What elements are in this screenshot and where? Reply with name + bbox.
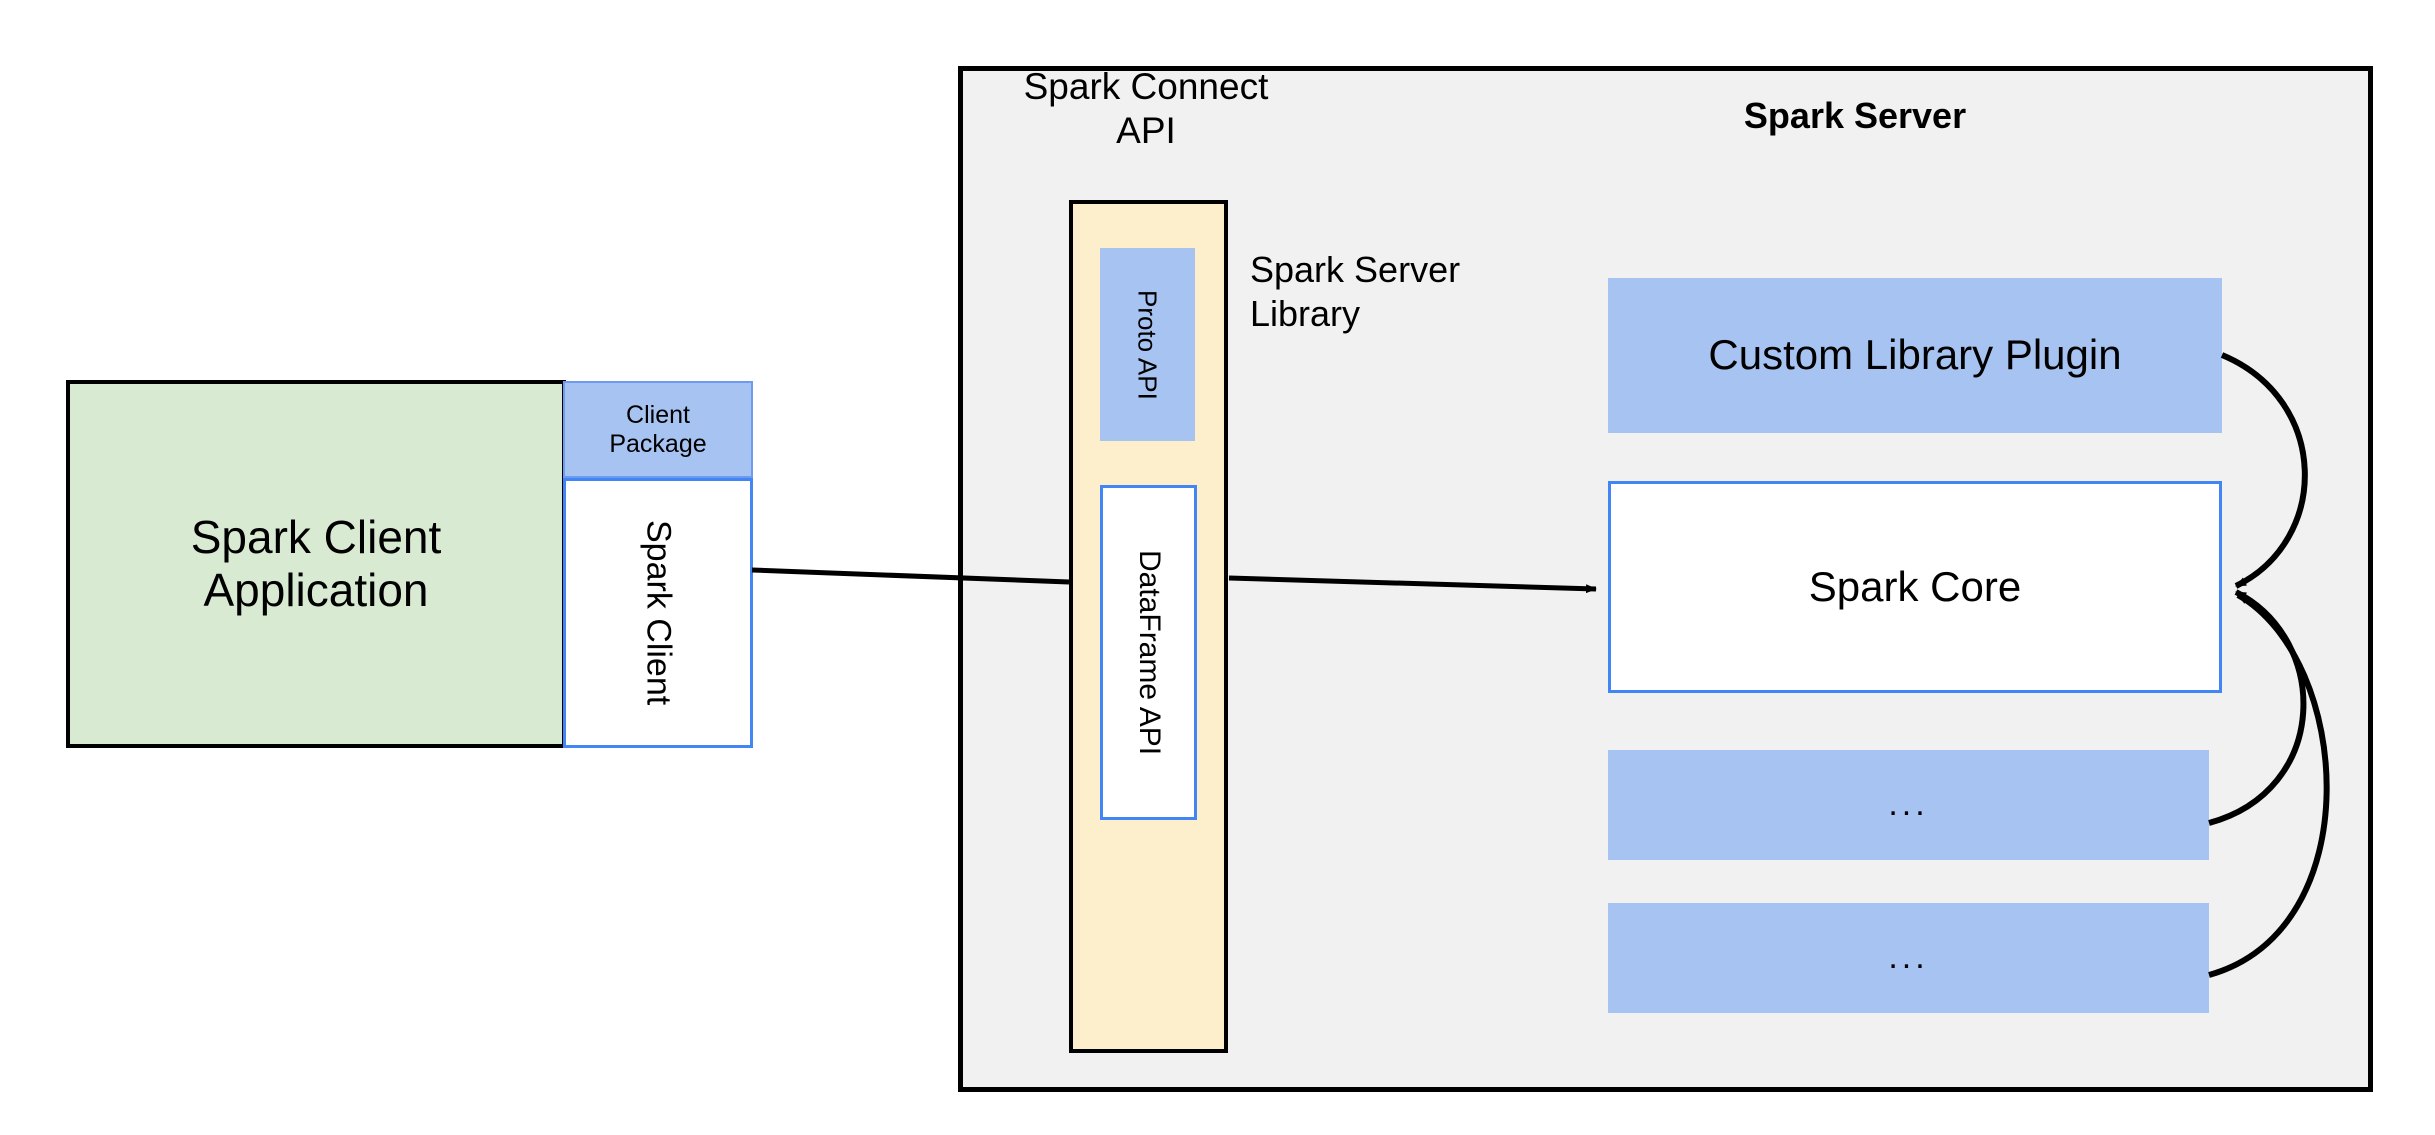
client-package-box: Client Package xyxy=(563,381,753,478)
spark-client-application-label: Spark Client Application xyxy=(190,510,442,616)
additional-component-box-1: ... xyxy=(1608,750,2209,860)
dataframe-api-box: DataFrame API xyxy=(1100,485,1197,820)
spark-connect-api-label: Spark Connect API xyxy=(1023,66,1269,152)
spark-core-label: Spark Core xyxy=(1808,562,2022,610)
spark-client-application-box: Spark Client Application xyxy=(66,380,566,748)
spark-core-box: Spark Core xyxy=(1608,481,2222,693)
proto-api-label: Proto API xyxy=(1132,289,1163,400)
additional-component-label-2: ... xyxy=(1888,938,1929,977)
custom-library-plugin-label: Custom Library Plugin xyxy=(1708,331,2122,379)
spark-server-title: Spark Server xyxy=(1743,95,1967,136)
proto-api-box: Proto API xyxy=(1100,248,1195,441)
spark-client-box: Spark Client xyxy=(563,478,753,748)
custom-library-plugin-box: Custom Library Plugin xyxy=(1608,278,2222,433)
additional-component-label-1: ... xyxy=(1888,785,1929,824)
spark-server-library-label: Spark Server Library xyxy=(1250,249,1461,334)
client-package-label: Client Package xyxy=(609,400,707,458)
spark-client-label: Spark Client xyxy=(639,520,678,706)
dataframe-api-label: DataFrame API xyxy=(1132,549,1166,756)
additional-component-box-2: ... xyxy=(1608,903,2209,1013)
